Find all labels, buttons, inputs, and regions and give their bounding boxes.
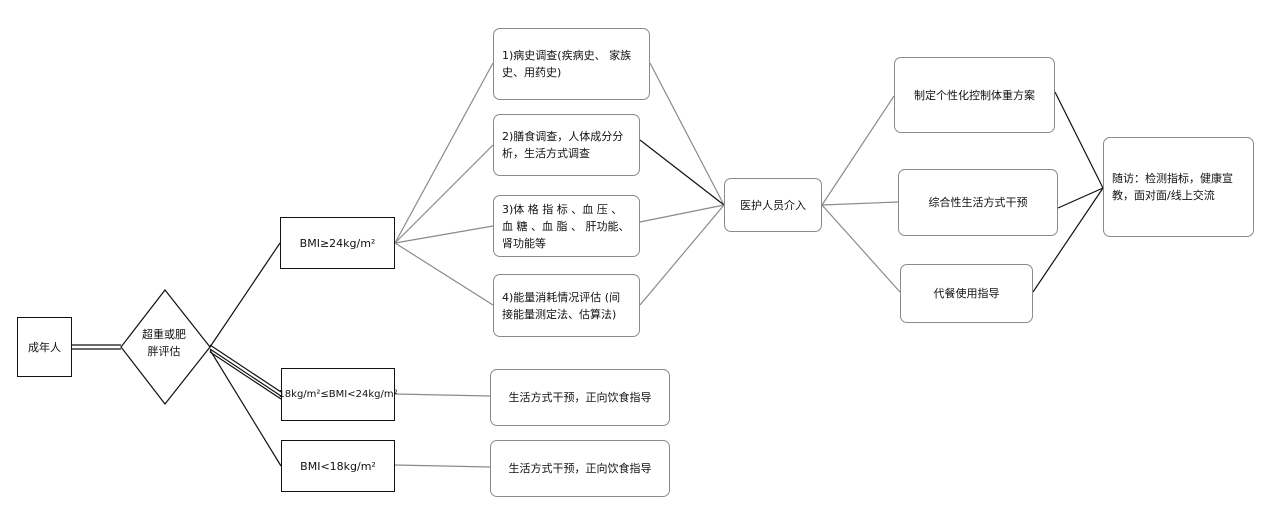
medical-box: 医护人员介入 bbox=[724, 178, 822, 232]
plan-box: 制定个性化控制体重方案 bbox=[894, 57, 1055, 133]
guide-low-label: 生活方式干预，正向饮食指导 bbox=[508, 462, 652, 475]
assess-label: 超重或肥胖评估 bbox=[142, 328, 186, 358]
diet-box: 2)膳食调查，人体成分分析，生活方式调查 bbox=[493, 114, 640, 176]
guide-mid-box: 生活方式干预，正向饮食指导 bbox=[490, 369, 670, 426]
edge-assess-bmi-high bbox=[209, 242, 281, 348]
assess-diamond bbox=[120, 289, 211, 405]
energy-label: 4)能量消耗情况评估 (间接能量测定法、估算法) bbox=[502, 290, 621, 321]
bmi-mid-box: 18kg/m²≤BMI<24kg/m² bbox=[278, 368, 398, 421]
bmi-low-label: BMI<18kg/m² bbox=[300, 459, 376, 473]
medical-label: 医护人员介入 bbox=[740, 198, 806, 212]
body-box: 3)体 格 指 标 、血 压 、血 糖 、血 脂 、 肝功能、肾功能等 bbox=[493, 195, 640, 257]
edge-medical-interventions bbox=[821, 95, 895, 206]
bmi-high-label: BMI≥24kg/m² bbox=[299, 236, 376, 250]
edge-assess-bmi-low bbox=[209, 349, 282, 467]
followup-box: 随访：检测指标，健康宣教，面对面/线上交流 bbox=[1103, 137, 1254, 237]
body-label: 3)体 格 指 标 、血 压 、血 糖 、血 脂 、 肝功能、肾功能等 bbox=[502, 202, 630, 250]
bmi-mid-label: 18kg/m²≤BMI<24kg/m² bbox=[278, 389, 398, 400]
meal-label: 代餐使用指导 bbox=[933, 287, 1000, 300]
meal-box: 代餐使用指导 bbox=[900, 264, 1033, 323]
bmi-high-box: BMI≥24kg/m² bbox=[280, 217, 395, 269]
guide-low-box: 生活方式干预，正向饮食指导 bbox=[490, 440, 670, 497]
lifestyle-box: 综合性生活方式干预 bbox=[898, 169, 1058, 236]
edge-assess-bmi-mid bbox=[209, 344, 282, 393]
guide-mid-label: 生活方式干预，正向饮食指导 bbox=[508, 391, 652, 404]
adult-box: 成年人 bbox=[17, 317, 72, 377]
followup-label: 随访：检测指标，健康宣教，面对面/线上交流 bbox=[1112, 172, 1233, 202]
plan-label: 制定个性化控制体重方案 bbox=[914, 88, 1035, 102]
history-label: 1)病史调查(疾病史、 家族史、用药史) bbox=[502, 49, 632, 79]
adult-label: 成年人 bbox=[28, 340, 61, 354]
history-box: 1)病史调查(疾病史、 家族史、用药史) bbox=[493, 28, 650, 100]
lifestyle-label: 综合性生活方式干预 bbox=[928, 196, 1028, 209]
energy-box: 4)能量消耗情况评估 (间接能量测定法、估算法) bbox=[493, 274, 640, 337]
edge-bmi-items bbox=[394, 62, 494, 244]
diet-label: 2)膳食调查，人体成分分析，生活方式调查 bbox=[502, 130, 624, 160]
edge-items-medical bbox=[649, 62, 725, 206]
bmi-low-box: BMI<18kg/m² bbox=[281, 440, 395, 492]
edge-bmi-low-guide bbox=[394, 464, 491, 468]
edge-bmi-mid-guide bbox=[394, 393, 491, 397]
edge-interventions-followup bbox=[1054, 91, 1104, 189]
